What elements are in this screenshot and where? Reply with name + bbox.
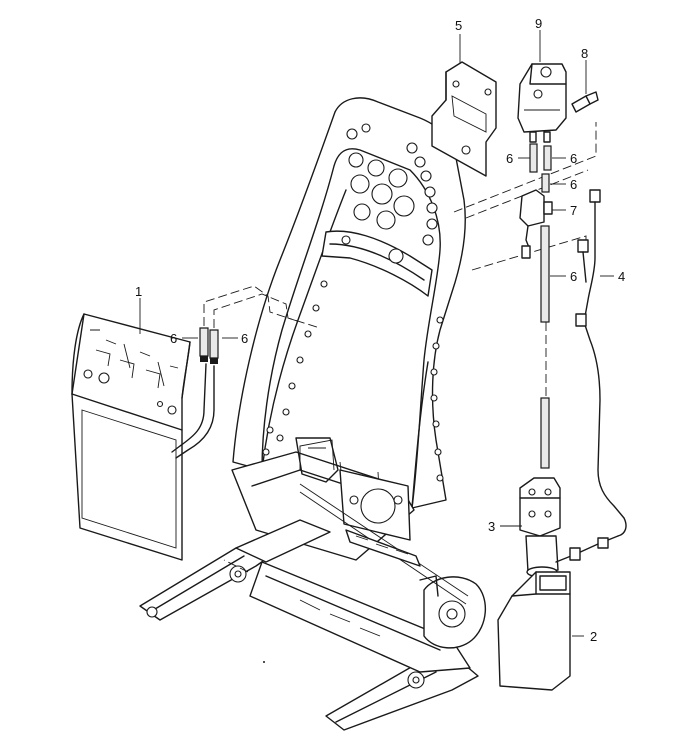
label-part-3: 3 [488,519,495,534]
stray-dot [263,661,265,663]
label-part-1: 1 [135,284,142,299]
label-part-6d: 6 [570,151,577,166]
label-part-6b: 6 [241,331,248,346]
part-4-wiring-harness [555,189,627,563]
label-part-7: 7 [570,203,577,218]
label-part-6c: 6 [506,151,513,166]
label-part-6a: 6 [170,331,177,346]
part-9-valve-block [517,63,567,143]
backrest-frame [231,97,466,561]
part-7-pressure-switch [519,189,553,259]
part-labels: 1 2 3 4 5 6 6 6 6 6 6 7 8 9 [135,16,625,644]
part-5-mounting-bracket [431,61,497,177]
part-3-air-pump [519,477,561,578]
valve-hoses [529,143,552,193]
panel-air-hoses [171,327,219,459]
part-2-cover [497,571,571,691]
part-8-screw [571,91,599,113]
callout-leaders [139,30,614,637]
part-1-back-panel [71,313,191,561]
label-part-5: 5 [455,18,462,33]
label-part-6f: 6 [570,269,577,284]
label-part-4: 4 [618,269,625,284]
label-part-6e: 6 [570,177,577,192]
label-part-9: 9 [535,16,542,31]
long-hose [540,225,550,469]
label-part-8: 8 [581,46,588,61]
label-part-2: 2 [590,629,597,644]
backrest-lightening-holes [262,123,444,482]
seat-base-rails [139,483,487,731]
